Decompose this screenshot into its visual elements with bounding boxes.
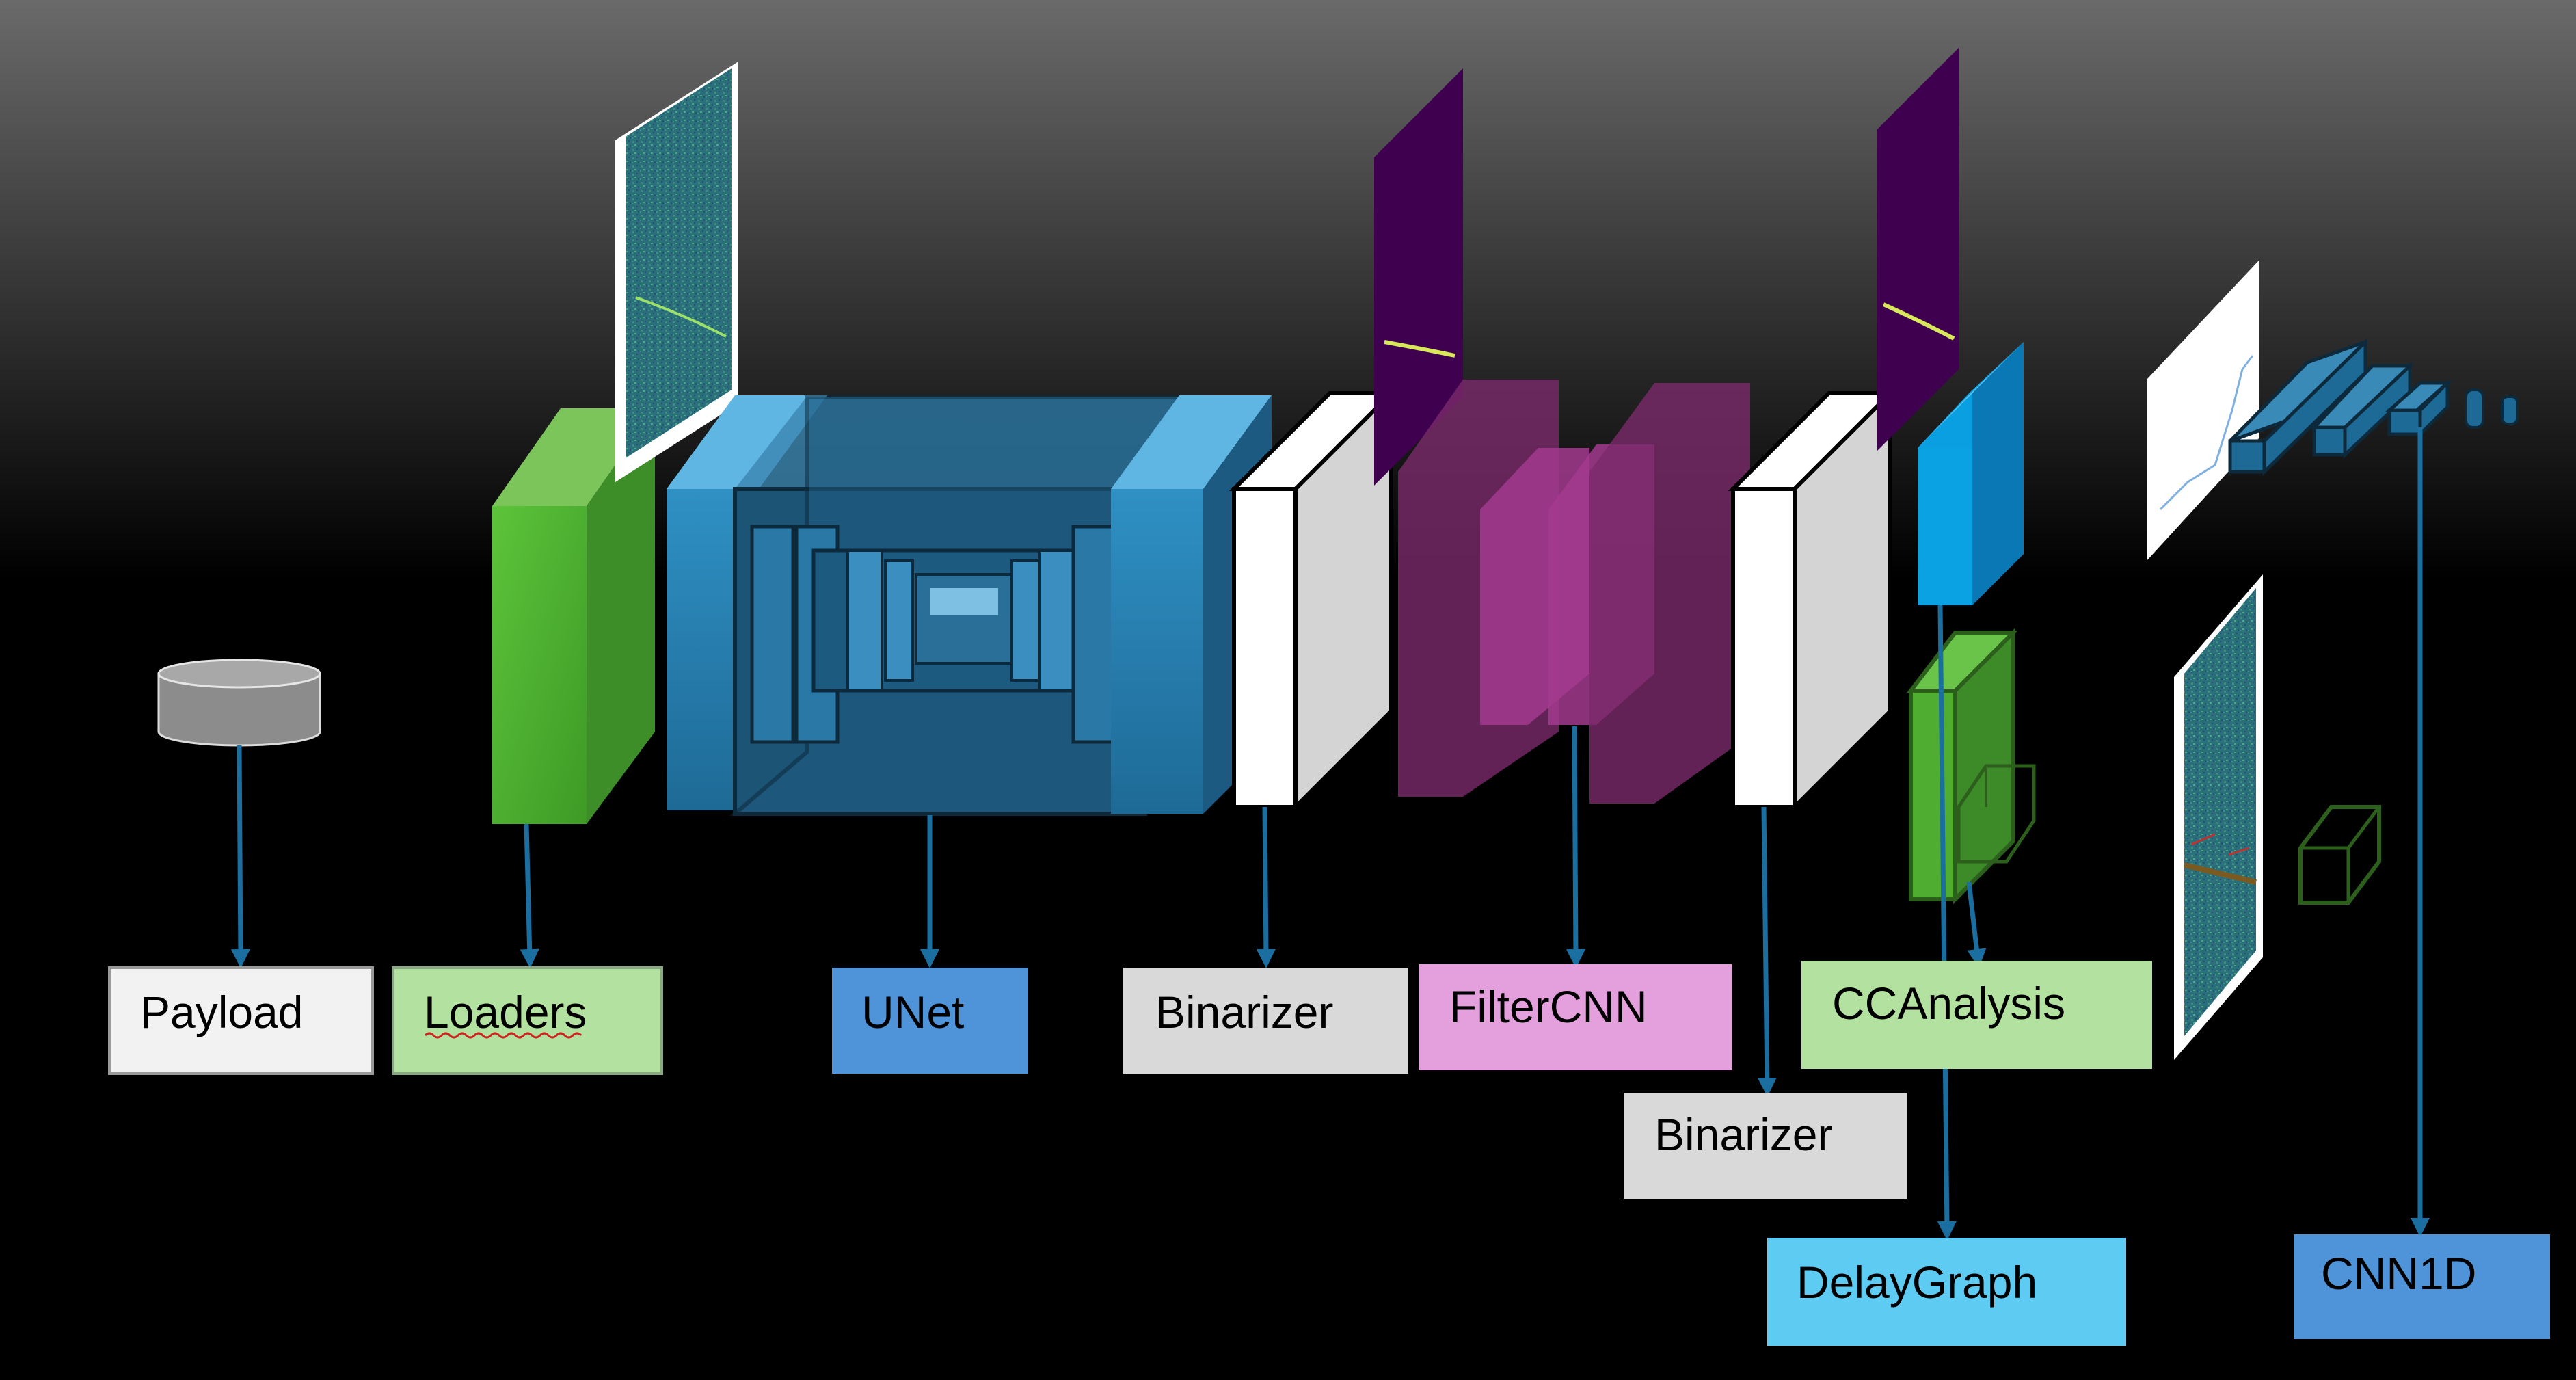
- loaders-block-icon: [492, 408, 655, 824]
- arrow-filtercnn: [1566, 726, 1585, 968]
- label-binarizer: Binarizer: [1123, 968, 1408, 1074]
- svg-text:CCAnalysis: CCAnalysis: [1832, 978, 2065, 1029]
- label-payload: Payload: [108, 966, 374, 1075]
- binarizer-2-block-icon: [1728, 388, 1896, 812]
- svg-text:Loaders: Loaders: [424, 987, 587, 1037]
- binarizer-block-icon: [1229, 388, 1397, 812]
- binarizer-plot: [1374, 68, 1463, 486]
- arrows: [230, 427, 2430, 1240]
- arrow-delaygraph: [1937, 605, 1957, 1240]
- cnn1d-block-icon: [2228, 338, 2519, 476]
- label-delaygraph: DelayGraph: [1767, 1238, 2126, 1346]
- label-loaders: Loaders: [392, 966, 663, 1075]
- svg-text:Binarizer: Binarizer: [1654, 1109, 1832, 1160]
- label-cnn1d: CNN1D: [2294, 1234, 2550, 1339]
- binarizer-2-plot: [1877, 48, 1959, 451]
- label-binarizer-2: Binarizer: [1624, 1093, 1907, 1199]
- svg-text:Binarizer: Binarizer: [1155, 987, 1333, 1037]
- svg-text:UNet: UNet: [861, 987, 964, 1037]
- arrow-binarizer: [1256, 806, 1276, 968]
- arrow-payload: [230, 745, 250, 968]
- arrow-binarizer-2: [1757, 806, 1777, 1097]
- arrow-ccanalysis: [1966, 881, 1987, 968]
- ccanalysis-spectrogram-plot: [2174, 574, 2263, 1060]
- delaygraph-block-icon: [1918, 342, 2024, 605]
- ccanalysis-small-cube-icon: [2298, 805, 2381, 905]
- svg-text:FilterCNN: FilterCNN: [1449, 981, 1648, 1032]
- svg-text:Payload: Payload: [140, 987, 304, 1037]
- filtercnn-block-icon: [1398, 380, 1750, 804]
- arrow-loaders: [520, 823, 539, 968]
- svg-text:DelayGraph: DelayGraph: [1797, 1257, 2037, 1308]
- label-ccanalysis: CCAnalysis: [1801, 961, 2152, 1069]
- label-filtercnn: FilterCNN: [1419, 964, 1732, 1070]
- cnn1d-line-plot: [2147, 260, 2259, 561]
- ccanalysis-block-icon: [1906, 627, 2036, 905]
- payload-cylinder-icon: [157, 659, 321, 747]
- svg-text:CNN1D: CNN1D: [2321, 1248, 2476, 1299]
- label-unet: UNet: [832, 968, 1028, 1074]
- loaders-spectrogram-plot: [615, 62, 738, 482]
- unet-block-icon: [667, 395, 1272, 816]
